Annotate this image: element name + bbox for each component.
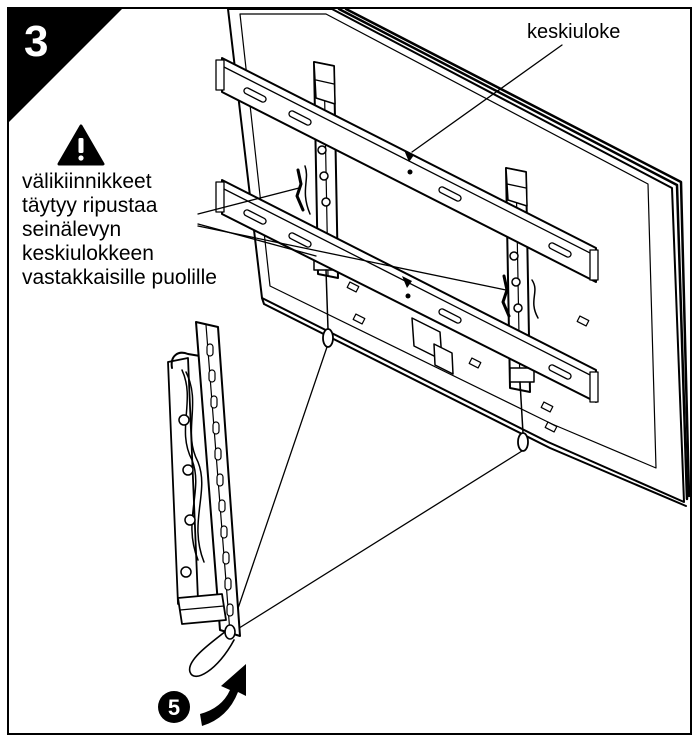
warning-exclamation-bar	[78, 138, 84, 153]
bar-slot	[208, 369, 216, 383]
tv-fixture-mark	[576, 315, 590, 327]
loose-bracket-assembly	[167, 321, 241, 678]
tv-fixture-mark	[544, 421, 558, 433]
bar-slot	[210, 395, 218, 409]
warning-exclamation-dot	[78, 155, 84, 161]
tv-fixture-mark	[352, 313, 366, 325]
tv-rim-line	[344, 7, 691, 498]
tv-rim-bottom	[261, 297, 687, 507]
hanging-cord	[325, 269, 329, 330]
rail-slot	[243, 87, 267, 103]
warning-text-line: seinälevyn	[22, 218, 121, 241]
bracket-screw	[317, 145, 327, 155]
rail-slot	[288, 110, 312, 126]
tv-fixture-mark	[468, 357, 482, 369]
rail-slot	[548, 364, 572, 380]
bracket-screw	[319, 171, 329, 181]
tv-rim-line	[337, 7, 689, 501]
bracket-hook-lip	[506, 183, 527, 189]
rail-end-cap	[215, 59, 225, 91]
bracket-screw	[321, 197, 331, 207]
bracket-screw	[513, 303, 523, 313]
warning-text-line: keskiulokkeen	[22, 242, 154, 265]
center-protrusion-lower	[402, 276, 412, 288]
assembly-screw	[184, 514, 196, 526]
bracket-hook-lip	[315, 79, 335, 85]
rail-slot	[288, 232, 312, 248]
warning-leader	[197, 223, 317, 257]
rail-end-cap	[589, 371, 599, 403]
bracket-hook-right	[505, 167, 528, 207]
curved-arrow-icon	[200, 664, 246, 726]
assembly-screw	[178, 414, 190, 426]
bracket-screw	[511, 277, 521, 287]
assembly-screw	[182, 464, 194, 476]
center-bracket-label: keskiuloke	[527, 21, 620, 43]
bar-slot	[220, 525, 228, 539]
spacer-cable	[304, 165, 311, 215]
step-number: 3	[24, 17, 48, 66]
center-protrusion-upper	[404, 150, 414, 162]
bracket-screw	[509, 251, 519, 261]
bar-slot	[218, 499, 226, 513]
bracket-hook-left	[313, 61, 336, 105]
rail-slot	[548, 242, 572, 258]
bar-slot	[214, 447, 222, 461]
cord-ring	[322, 328, 334, 348]
bracket-foot	[509, 367, 535, 383]
bar-slot	[226, 603, 234, 617]
cord-ring	[224, 624, 236, 640]
warning-triangle-icon	[57, 124, 105, 166]
rail-slot	[438, 308, 462, 324]
hanging-cord	[231, 346, 328, 627]
step-corner-badge	[8, 8, 123, 123]
tv-fixture-mark	[346, 281, 360, 293]
assembly-screw	[180, 566, 192, 578]
substep-badge	[158, 691, 190, 723]
substep-number: 5	[168, 695, 180, 720]
cord-loop	[188, 627, 235, 678]
bar-slot	[206, 343, 214, 357]
cord-ring	[517, 432, 529, 452]
assembly-cable	[181, 369, 199, 561]
bar-slot	[216, 473, 224, 487]
wall-plate	[215, 57, 599, 403]
spacer-cable	[501, 274, 511, 318]
rail-slot	[243, 209, 267, 225]
rail-end-cap	[215, 181, 225, 213]
center-mark-lower	[405, 293, 411, 299]
warning-leader	[197, 225, 507, 291]
spacer-cable	[531, 279, 539, 319]
assembly-cable	[185, 371, 205, 563]
bar-slot	[222, 551, 230, 565]
assembly-foot-edge	[179, 605, 225, 611]
rail-end-cap	[589, 249, 599, 281]
center-mark-upper	[407, 169, 413, 175]
hook-arm	[170, 351, 201, 369]
bar-slot	[212, 421, 220, 435]
warning-text-line: täytyy ripustaa	[22, 194, 158, 217]
bar-slot	[224, 577, 232, 591]
warning-text-line: vastakkaisille puolille	[22, 266, 217, 289]
tv-back-recess	[239, 13, 657, 469]
hanging-cord	[235, 450, 523, 631]
tv-center-plate	[433, 343, 454, 375]
center-bracket-leader	[411, 44, 563, 153]
hanging-cord	[519, 381, 524, 434]
rail-slot	[438, 186, 462, 202]
assembly-foot	[177, 593, 227, 625]
warning-leader	[197, 187, 300, 215]
warning-text-line: välikiinnikkeet	[22, 170, 152, 193]
spacer-cable	[295, 168, 305, 212]
tv-fixture-mark	[540, 401, 554, 413]
